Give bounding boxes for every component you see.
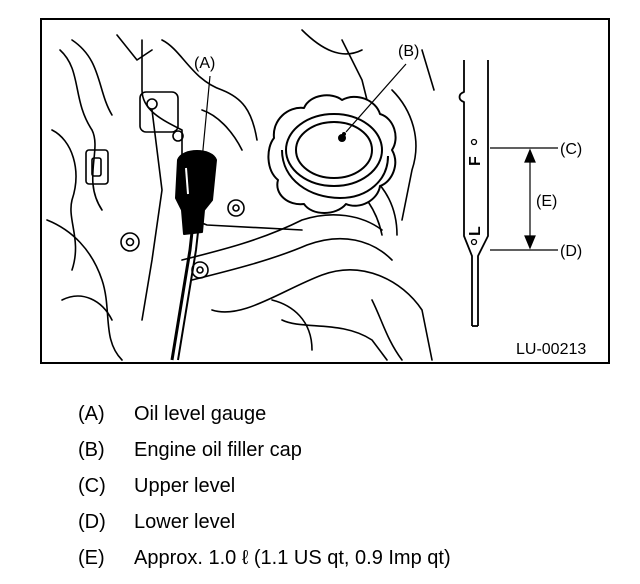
legend-item-e: (E) Approx. 1.0 ℓ (1.1 US qt, 0.9 Imp qt… <box>78 540 618 576</box>
legend-text: Upper level <box>134 474 236 497</box>
legend-text: Oil level gauge <box>134 402 267 425</box>
level-dimension-lines <box>490 147 558 251</box>
engine-figure-frame: F L (A) (B) (C) (D) (E) LU-00213 <box>40 18 610 364</box>
dipstick-blade <box>458 60 489 327</box>
legend-key: (D) <box>78 510 106 533</box>
legend-text: Lower level <box>134 510 236 533</box>
oil-level-gauge-handle <box>170 150 217 361</box>
figure-code: LU-00213 <box>516 341 586 358</box>
callout-a-label: (A) <box>194 55 215 72</box>
callout-e-label: (E) <box>536 193 557 210</box>
callout-c-label: (C) <box>560 141 582 158</box>
callout-d-label: (D) <box>560 243 582 260</box>
legend-item-d: (D) Lower level <box>78 504 618 540</box>
legend-key: (A) <box>78 402 105 425</box>
gauge-mark-low: L <box>467 226 484 236</box>
legend-key: (E) <box>78 546 105 569</box>
legend-key: (C) <box>78 474 106 497</box>
legend-list: (A) Oil level gauge (B) Engine oil fille… <box>78 396 618 576</box>
gauge-mark-full: F <box>467 156 484 166</box>
legend-item-a: (A) Oil level gauge <box>78 396 618 432</box>
legend-key: (B) <box>78 438 105 461</box>
cap-leader-dot <box>342 132 346 136</box>
legend-text: Approx. 1.0 ℓ (1.1 US qt, 0.9 Imp qt) <box>134 546 451 569</box>
dipstick-marks: F L <box>467 138 484 246</box>
legend-item-c: (C) Upper level <box>78 468 618 504</box>
oil-filler-cap <box>267 94 397 214</box>
callout-b-label: (B) <box>398 43 419 60</box>
legend-item-b: (B) Engine oil filler cap <box>78 432 618 468</box>
legend-text: Engine oil filler cap <box>134 438 302 461</box>
callout-leaders <box>201 63 407 161</box>
engine-illustration: F L (A) (B) (C) (D) (E) LU-00213 <box>46 29 586 361</box>
